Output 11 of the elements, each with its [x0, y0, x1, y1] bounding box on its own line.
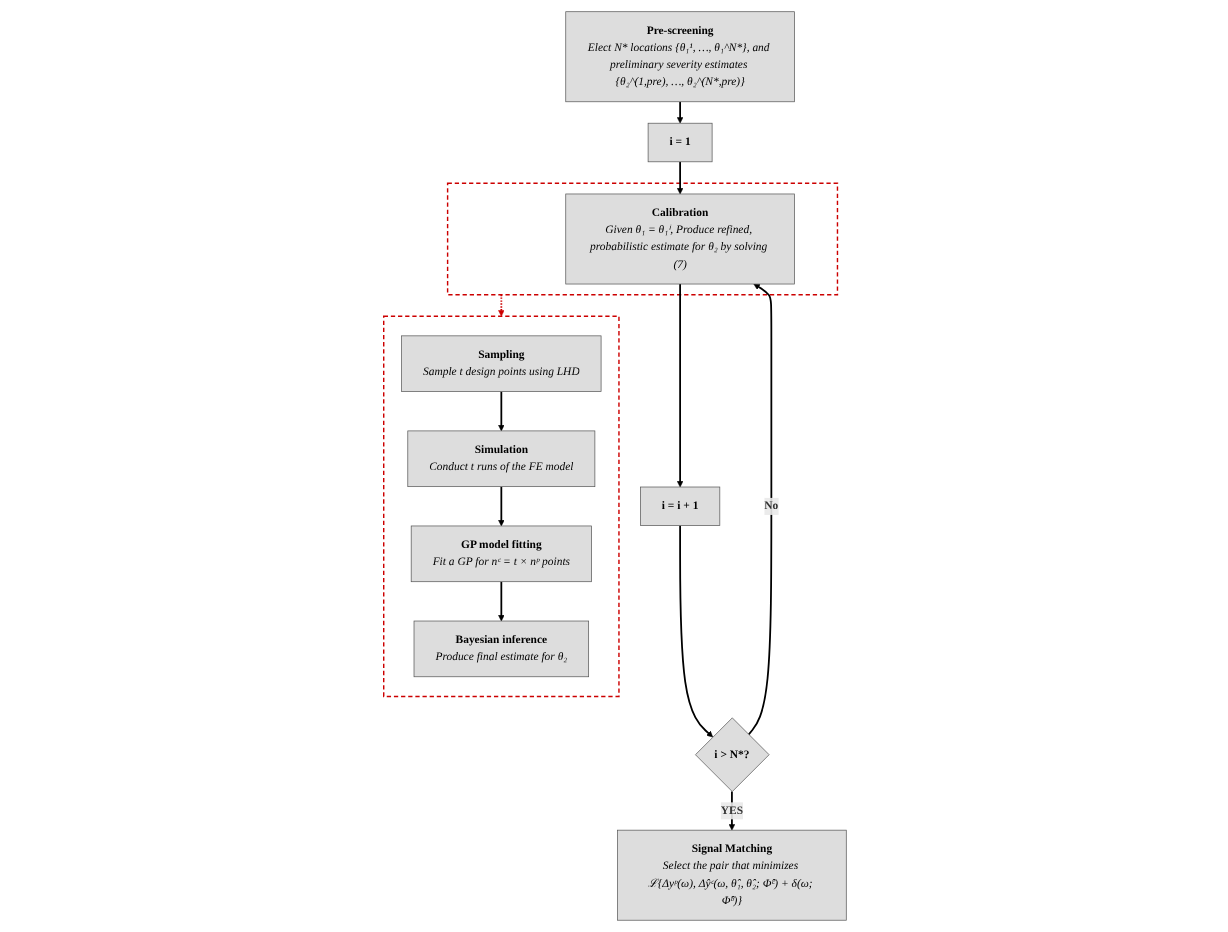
arrow	[746, 283, 772, 736]
arrow	[497, 293, 504, 317]
arrow	[497, 390, 504, 432]
arrow	[678, 524, 712, 738]
cluster	[445, 182, 838, 296]
arrow	[675, 160, 683, 195]
arrow	[497, 580, 504, 622]
arrow	[675, 100, 683, 124]
cluster	[382, 315, 619, 698]
arrow	[675, 283, 683, 488]
arrow	[497, 485, 504, 527]
